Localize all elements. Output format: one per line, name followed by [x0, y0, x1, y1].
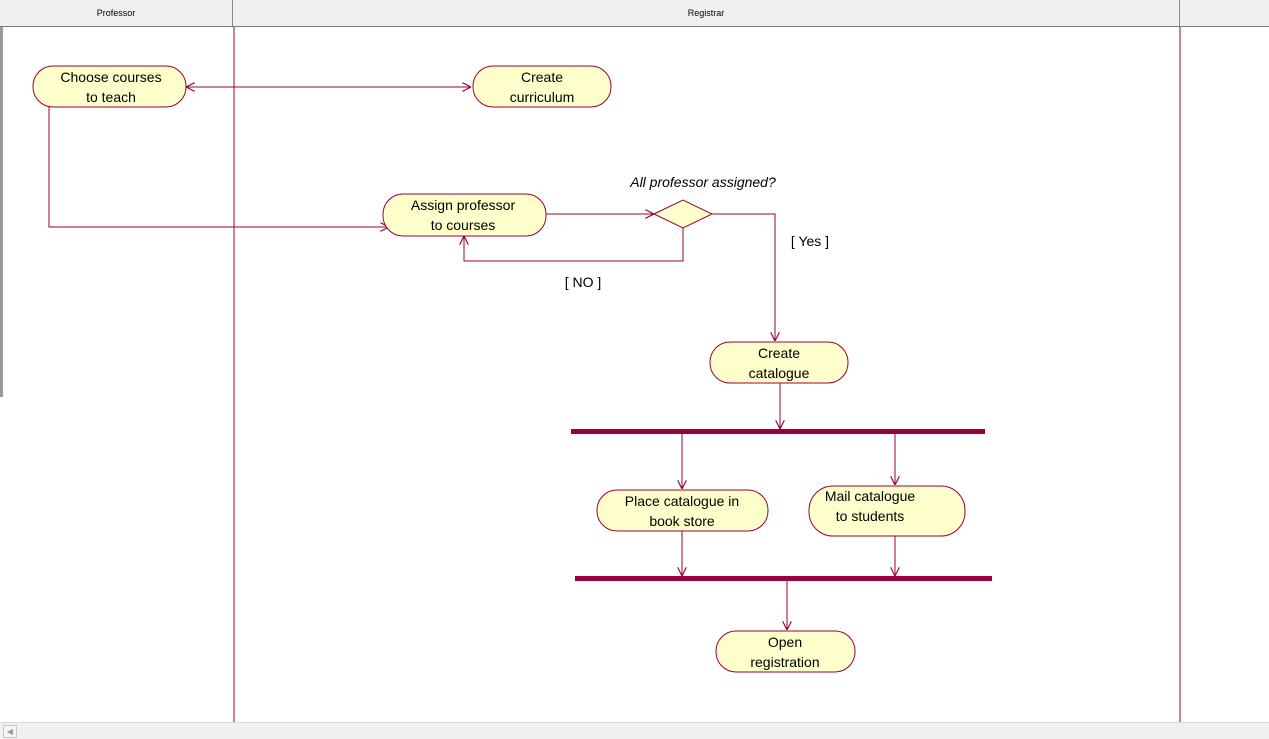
- guard-no: [ NO ]: [565, 274, 602, 290]
- swimlane-header-professor[interactable]: Professor: [0, 0, 233, 26]
- swimlane-header-registrar[interactable]: Registrar: [233, 0, 1180, 26]
- activity-assign-professor[interactable]: Assign professor to courses: [382, 193, 547, 237]
- decision-node[interactable]: [652, 199, 714, 229]
- guard-yes: [ Yes ]: [791, 233, 829, 249]
- activity-label: book store: [649, 513, 715, 529]
- activity-mail-catalogue[interactable]: Mail catalogue to students: [808, 485, 966, 537]
- activity-label: Open: [768, 634, 802, 650]
- activity-label: Mail catalogue: [825, 488, 915, 504]
- activity-label: to courses: [431, 217, 496, 233]
- activity-create-curriculum[interactable]: Create curriculum: [472, 65, 612, 108]
- activity-create-catalogue[interactable]: Create catalogue: [709, 341, 849, 384]
- activity-label: Place catalogue in: [625, 493, 739, 509]
- activity-label: Choose courses: [60, 69, 161, 85]
- fork-bar[interactable]: [571, 429, 985, 434]
- swimlane-header: Professor Registrar: [0, 0, 1269, 27]
- activity-label: curriculum: [510, 89, 575, 105]
- activity-label: Create: [521, 69, 563, 85]
- activity-label: to teach: [86, 89, 136, 105]
- join-bar[interactable]: [575, 576, 992, 581]
- activity-diagram: Choose courses to teach Create curriculu…: [32, 27, 1181, 722]
- canvas-left-edge: [0, 27, 3, 397]
- transition-decision-no[interactable]: [464, 228, 684, 262]
- activity-label: Create: [758, 345, 800, 361]
- activity-place-catalogue[interactable]: Place catalogue in book store: [596, 489, 769, 532]
- swimlane-label: Registrar: [687, 8, 725, 18]
- activity-choose-courses[interactable]: Choose courses to teach: [32, 65, 187, 108]
- activity-label: to students: [836, 508, 905, 524]
- activity-label: Assign professor: [411, 197, 516, 213]
- decision-question: All professor assigned?: [629, 174, 776, 190]
- transition-decision-yes[interactable]: [712, 213, 775, 341]
- chevron-left-icon[interactable]: ◀: [3, 725, 17, 738]
- transition-choose-assign[interactable]: [48, 107, 389, 227]
- activity-label: registration: [750, 654, 819, 670]
- swimlane-label: Professor: [96, 8, 136, 18]
- horizontal-scrollbar[interactable]: ◀: [0, 722, 1269, 739]
- activity-open-registration[interactable]: Open registration: [715, 630, 856, 673]
- activity-label: catalogue: [749, 365, 810, 381]
